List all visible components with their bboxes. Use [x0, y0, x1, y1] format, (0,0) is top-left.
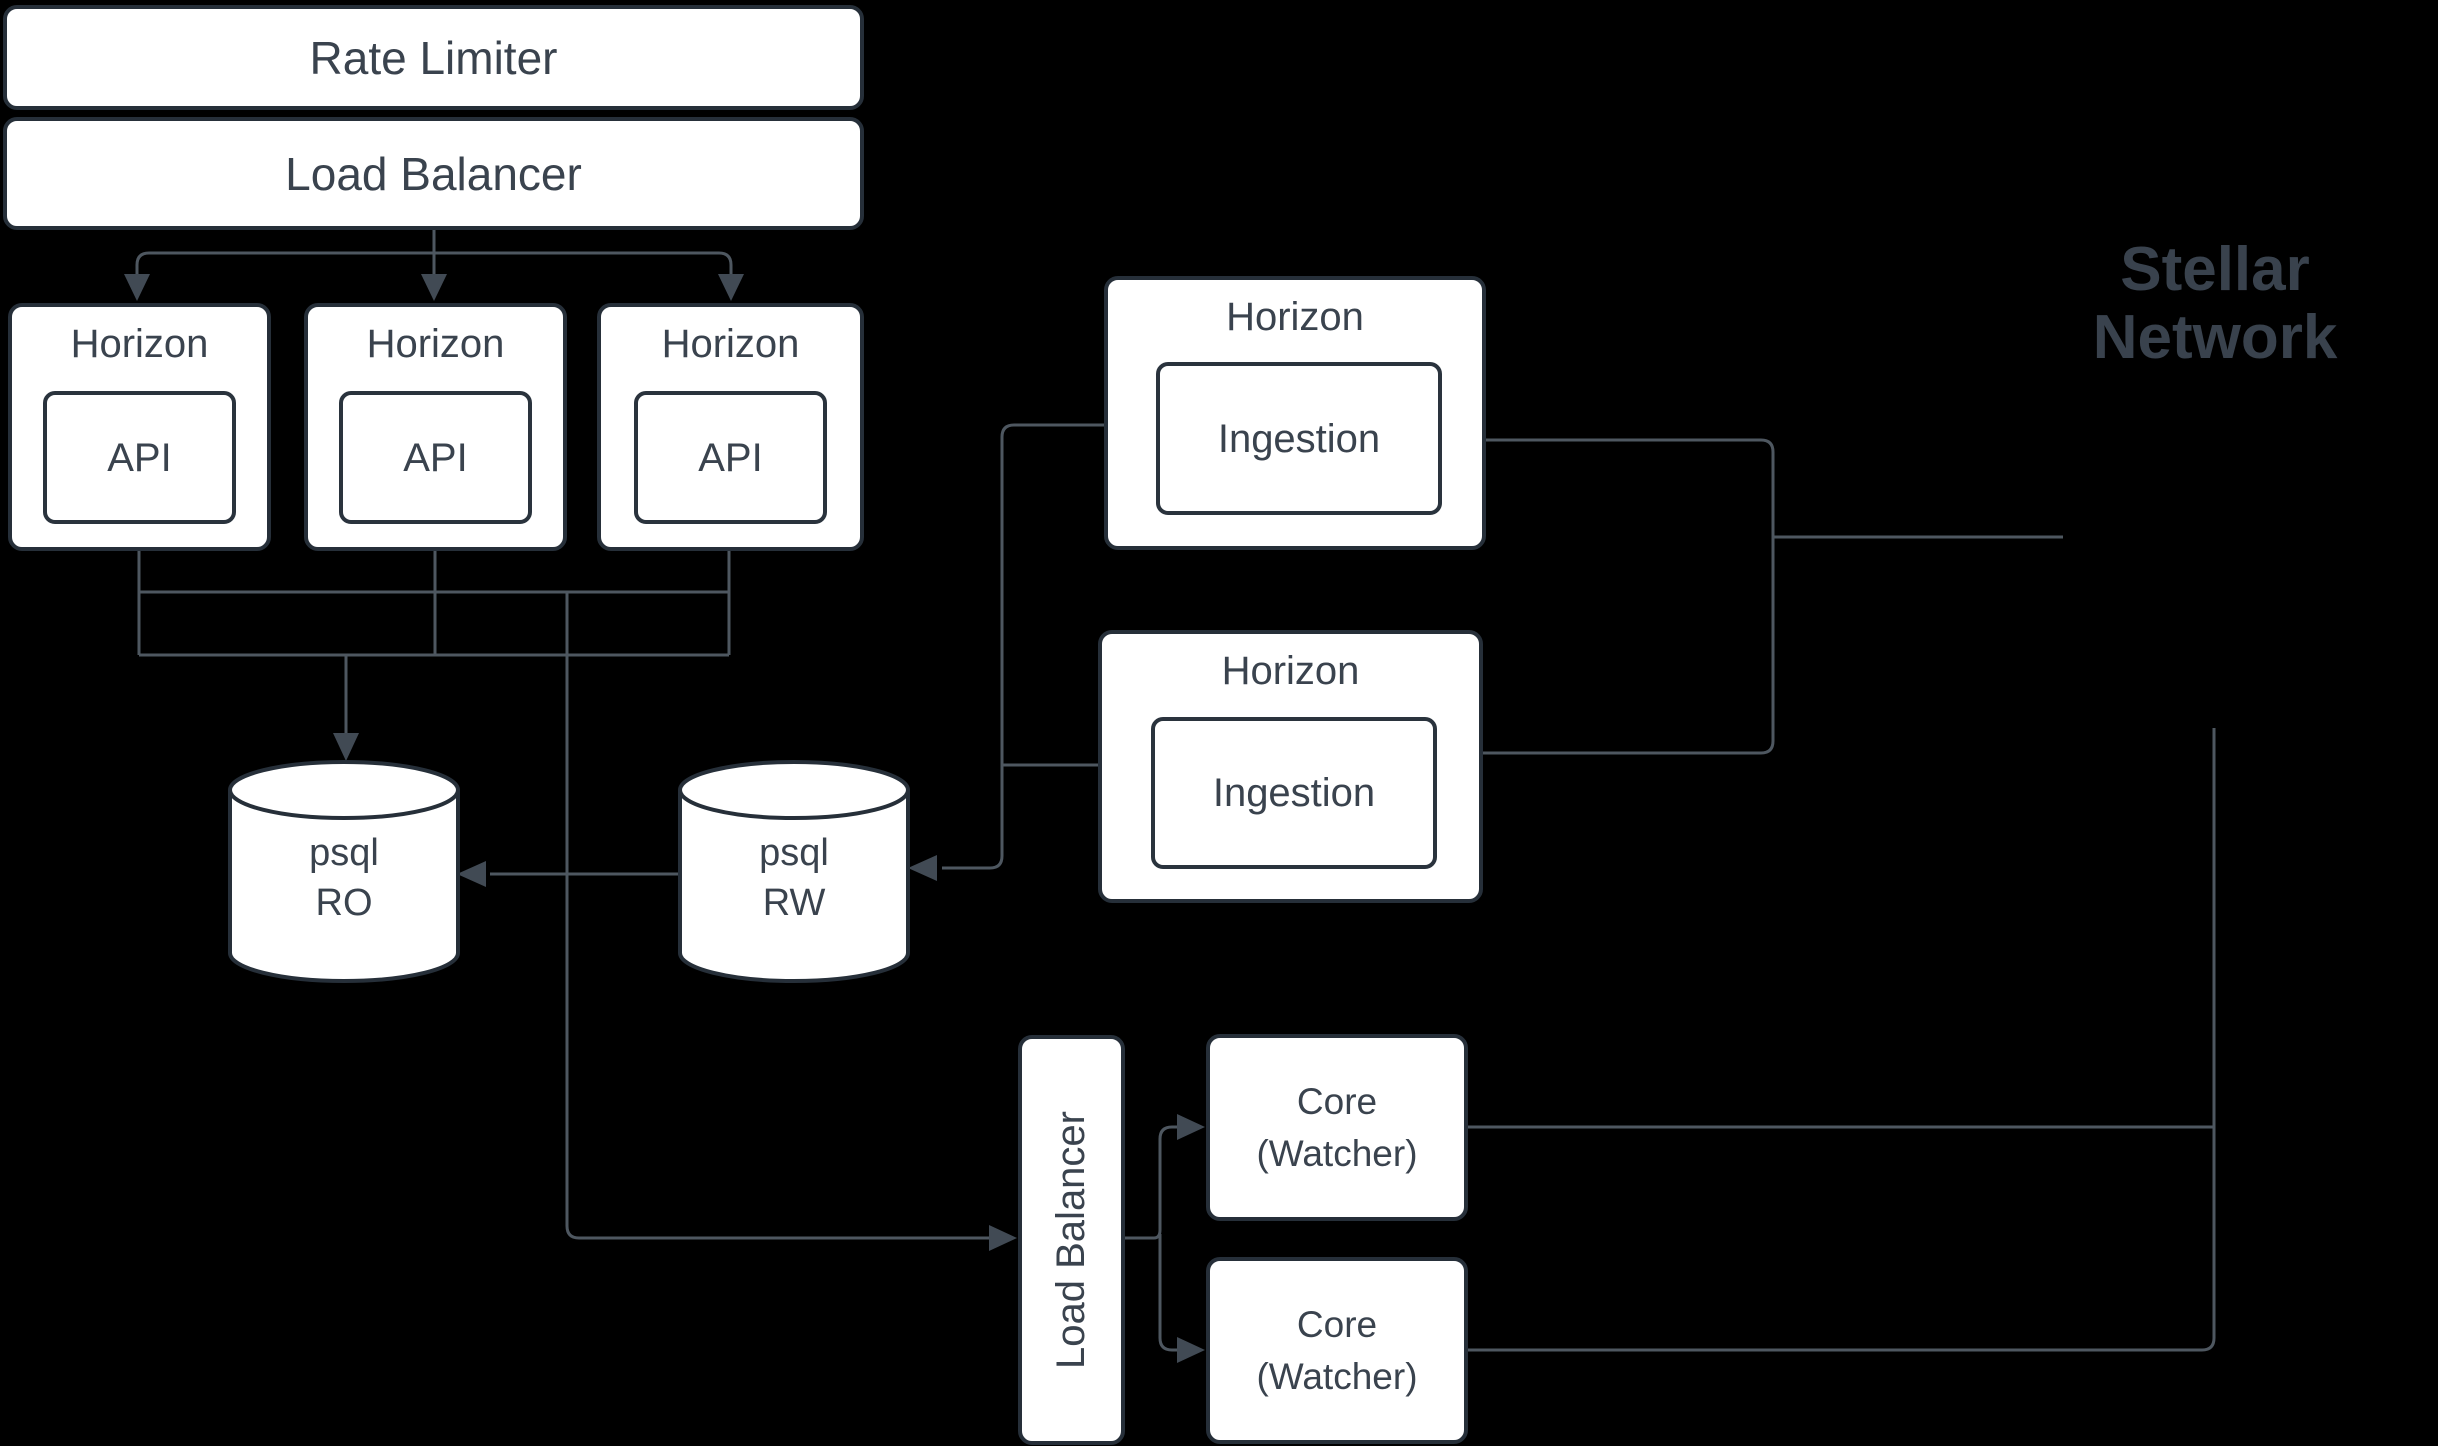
api-label-3: API: [698, 435, 763, 480]
psql-ro-cylinder: [228, 760, 460, 983]
horizon-ingestion-title-1: Horizon: [1226, 295, 1364, 339]
horizon-api-node-1: Horizon API: [8, 303, 271, 551]
horizon-api-title-2: Horizon: [366, 322, 505, 366]
api-subnode-3: API: [634, 391, 827, 524]
load-balancer-top-node: Load Balancer: [3, 117, 864, 230]
horizon-api-title-1: Horizon: [70, 322, 209, 366]
ingestion-label-2: Ingestion: [1212, 771, 1376, 815]
horizon-api-node-2: Horizon API: [304, 303, 567, 551]
ingestion-subnode-1: Ingestion: [1156, 362, 1442, 515]
psql-rw-label: psql RW: [759, 832, 829, 924]
stellar-network-label: Stellar Network: [2092, 235, 2338, 372]
arrowhead-to-horizon-3: [718, 274, 744, 301]
arrowhead-to-psql-ro-top: [333, 733, 359, 761]
core-watcher-node-1: Core (Watcher): [1206, 1034, 1468, 1221]
arrowhead-to-core-1: [1177, 1114, 1205, 1140]
edge-cores-to-network: [1468, 728, 2216, 1352]
core-watcher-label-2: Core (Watcher): [1256, 1303, 1418, 1397]
rate-limiter-node: Rate Limiter: [3, 5, 864, 110]
core-watcher-node-2: Core (Watcher): [1206, 1257, 1468, 1444]
api-subnode-2: API: [339, 391, 532, 524]
edge-bus-to-bottom-lb: [565, 592, 992, 1240]
load-balancer-bottom-label-wrap: Load Balancer: [1022, 1039, 1121, 1441]
arrowhead-to-bottom-lb: [989, 1225, 1017, 1251]
arrowhead-to-psql-ro-side: [457, 861, 486, 887]
api-label-2: API: [403, 435, 468, 480]
arrowhead-to-psql-rw: [908, 855, 937, 881]
horizon-ingestion-node-1: Horizon Ingestion: [1104, 276, 1486, 550]
arrowhead-to-core-2: [1177, 1337, 1205, 1363]
ingestion-label-1: Ingestion: [1217, 416, 1381, 461]
load-balancer-bottom-label: Load Balancer: [1049, 1111, 1093, 1369]
horizon-ingestion-title-2: Horizon: [1221, 649, 1360, 693]
edge-bottom-lb-fork-down: [1158, 1234, 1180, 1352]
ingestion-subnode-2: Ingestion: [1151, 717, 1437, 869]
horizon-api-node-3: Horizon API: [597, 303, 864, 551]
edge-ingestion-to-rw: [942, 423, 1104, 870]
edge-bottom-lb-fork-up: [1125, 1125, 1180, 1240]
rate-limiter-label: Rate Limiter: [309, 31, 558, 84]
load-balancer-top-label: Load Balancer: [285, 147, 582, 200]
arrowhead-to-horizon-1: [124, 274, 150, 301]
edge-ingestion1-to-ingestion2: [1483, 438, 1775, 755]
horizon-ingestion-node-2: Horizon Ingestion: [1098, 630, 1483, 903]
psql-ro-label: psql RO: [309, 832, 379, 924]
arrowhead-to-horizon-2: [421, 274, 447, 301]
horizon-api-title-3: Horizon: [661, 322, 800, 366]
api-subnode-1: API: [43, 391, 236, 524]
core-watcher-label-1: Core (Watcher): [1256, 1080, 1418, 1174]
api-label-1: API: [107, 435, 172, 480]
psql-rw-cylinder: [678, 760, 910, 983]
load-balancer-bottom-node: Load Balancer: [1018, 1035, 1125, 1445]
